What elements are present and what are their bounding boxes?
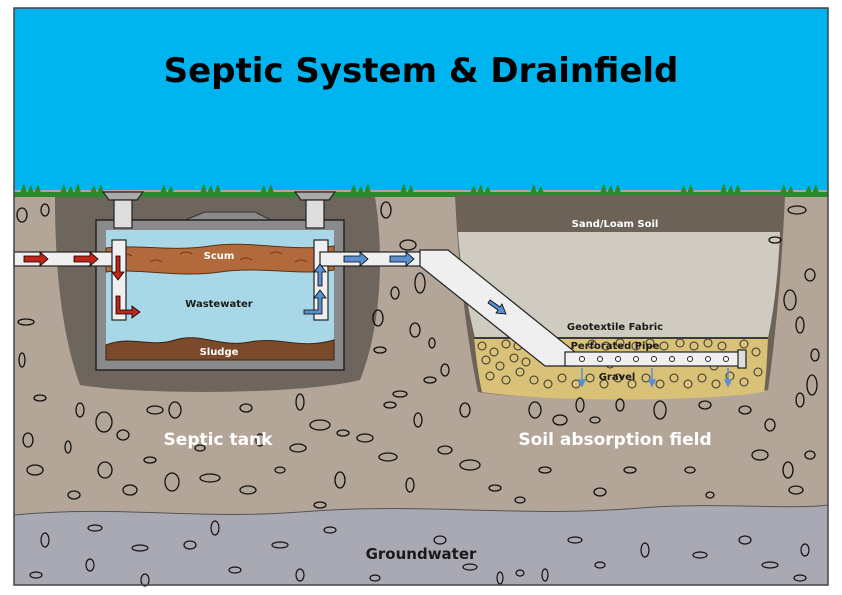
sludge-layer [105,337,335,361]
outflow-arrows [303,251,507,315]
label-sludge: Sludge [200,347,239,358]
perforated-pipe-cap [737,349,747,369]
inlet-riser [113,199,133,229]
groundwater-layer [13,504,829,586]
sky [14,8,828,193]
grass-tufts [20,183,819,193]
frame-border [13,7,829,586]
outflow-arrow-2 [389,251,415,267]
diagram-title: Septic System & Drainfield [164,51,679,91]
outflow-arrow-1 [343,251,369,267]
sand-loam-layer [458,232,780,338]
label-gravel: Gravel [599,372,636,383]
label-soil-absorption-field: Soil absorption field [518,430,711,450]
pipe-perforations [579,356,729,362]
seepage-arrows [577,368,733,388]
outflow-arrow-diagonal [487,299,507,315]
inflow-arrows [23,251,141,319]
inlet-riser-cap [101,191,145,201]
label-scum: Scum [204,251,235,262]
outflow-arrow-up [313,263,327,287]
inflow-arrow-bend [115,295,141,319]
outlet-riser [305,199,325,229]
inlet-tee [111,239,127,321]
label-perforated-pipe: Perforated Pipe [571,341,660,352]
inflow-arrow-down [111,255,125,281]
label-sand-loam-soil: Sand/Loam Soil [572,219,659,230]
label-geotextile-fabric: Geotextile Fabric [567,322,663,333]
inflow-arrow-2 [73,251,99,267]
soil-pebbles [16,201,820,509]
inflow-arrow-1 [23,251,49,267]
label-wastewater: Wastewater [185,299,252,310]
outlet-riser-cap [293,191,337,201]
outflow-arrow-bend [303,289,327,315]
label-septic-tank: Septic tank [164,430,274,450]
groundwater-pebbles [29,520,810,587]
label-groundwater: Groundwater [366,545,477,563]
gravel-stones [477,338,763,389]
